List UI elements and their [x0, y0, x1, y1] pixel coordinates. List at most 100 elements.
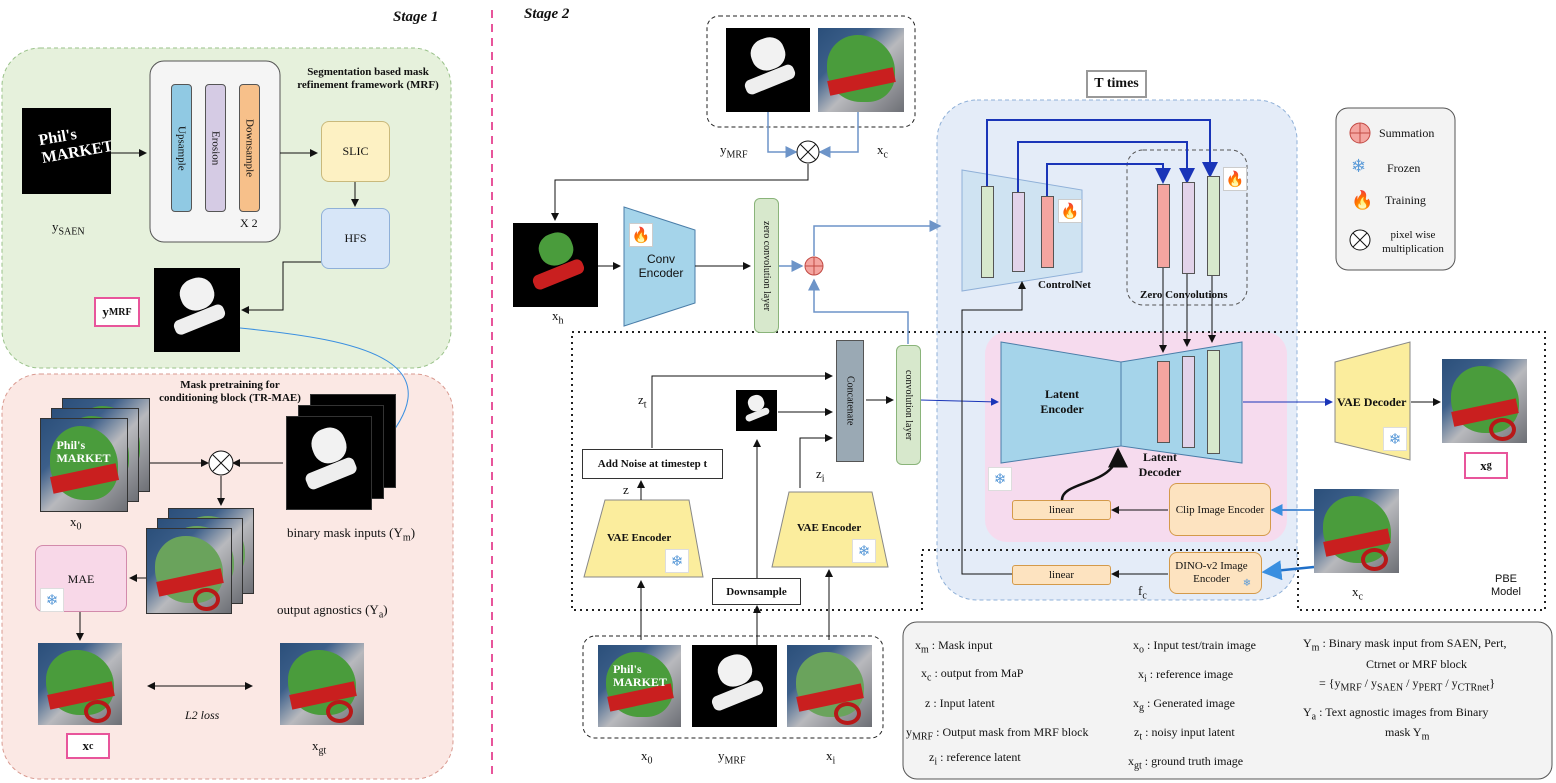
reference-xc-image	[1314, 489, 1399, 573]
snowflake-icon: ❄	[988, 467, 1012, 491]
controlnet-bar-green	[981, 186, 994, 278]
xh-label: xh	[552, 308, 564, 327]
vae-encoder-left-label: VAE Encoder	[607, 532, 672, 544]
zero-convs-label: Zero Convolutions	[1140, 289, 1228, 301]
zero-conv-bar-green	[1207, 176, 1220, 276]
top-mask-image	[726, 28, 810, 112]
legend-training: Training	[1385, 193, 1426, 207]
gloss-z: z : Input latent	[925, 696, 995, 710]
downsampled-mask-image	[736, 390, 777, 431]
latent-encoder-label: Latent Encoder	[1040, 387, 1084, 416]
fire-icon: 🔥	[1223, 167, 1247, 191]
bottom-xi-image	[787, 645, 872, 727]
gloss-ymrf: yMRF : Output mask from MRF block	[906, 725, 1089, 743]
bottom-ymrf-image	[692, 645, 777, 727]
downsample-block-s2: Downsample	[712, 578, 801, 605]
snowflake-icon: ❄	[665, 549, 689, 573]
decoder-bar-red	[1157, 361, 1170, 443]
clip-encoder-block: Clip Image Encoder	[1169, 483, 1271, 536]
binary-mask-image	[286, 416, 372, 510]
fire-icon: 🔥	[1058, 199, 1082, 223]
mrf-title: Segmentation based mask refinement frame…	[297, 66, 439, 91]
summation-icon	[1349, 122, 1371, 144]
hfs-block: HFS	[321, 208, 390, 269]
legend-pixelwise: pixel wise multiplication	[1382, 229, 1444, 255]
xgt-label: xgt	[312, 738, 327, 757]
controlnet-bar-red	[1041, 196, 1054, 268]
snowflake-icon: ❄	[852, 539, 876, 563]
x0-label: x0	[70, 514, 82, 533]
snowflake-icon: ❄	[1351, 156, 1367, 176]
upsample-block: Upsample	[171, 84, 192, 212]
xh-image	[513, 223, 598, 307]
downsample-block: Downsample	[239, 84, 260, 212]
pbe-model-frame	[571, 331, 1546, 611]
controlnet-label: ControlNet	[1038, 279, 1091, 291]
decoder-bar-green	[1207, 350, 1220, 454]
slic-block: SLIC	[321, 121, 390, 182]
mrf-mask-image	[154, 268, 240, 352]
multiply-node-stage1	[208, 450, 234, 476]
zi-label: zi	[816, 466, 825, 485]
legend-box	[1335, 107, 1456, 271]
output-agnostics-label: output agnostics (Ya)	[277, 602, 388, 621]
xg-image	[1442, 359, 1527, 443]
mae-title: Mask pretraining for conditioning block …	[159, 379, 301, 404]
bottom-ymrf-label: yMRF	[718, 748, 746, 767]
gloss-ya-desc2: mask Ym	[1385, 725, 1430, 743]
y-saen-label: ySAEN	[52, 219, 85, 238]
top-ymrf-label: yMRF	[720, 142, 748, 161]
xgt-image	[280, 643, 364, 725]
controlnet-bar-purple	[1012, 192, 1025, 272]
fire-icon: 🔥	[629, 223, 653, 247]
snowflake-icon: ❄	[40, 588, 64, 612]
legend-summation: Summation	[1379, 126, 1435, 140]
multiply-node-stage2	[796, 140, 820, 164]
conv-layer-block: convolution layer	[896, 345, 921, 465]
bottom-xi-label: xi	[826, 748, 836, 767]
dino-encoder-block: DINO-v2 Image Encoder	[1169, 552, 1262, 594]
top-xc-label: xc	[877, 142, 888, 161]
pbe-model-label: PBE Model	[1491, 573, 1521, 598]
gloss-ym-set: = {yMRF / ySAEN / yPERT / yCTRnet}	[1319, 676, 1496, 694]
agnostic-image	[146, 528, 232, 614]
zero-conv-bar-purple	[1182, 182, 1195, 274]
snowflake-icon: ❄	[1383, 427, 1407, 451]
erosion-block: Erosion	[205, 84, 226, 212]
top-inputs-group	[706, 15, 916, 128]
add-noise-block: Add Noise at timestep t	[582, 449, 723, 479]
gloss-xc: xc : output from MaP	[921, 666, 1024, 684]
zero-conv-layer: zero convolution layer	[754, 198, 779, 333]
fc-label: fc	[1138, 583, 1147, 602]
pixelwise-icon	[1349, 229, 1371, 251]
conv-encoder-label: Conv Encoder	[638, 252, 684, 280]
gloss-ya: Ya : Text agnostic images from Binary	[1303, 705, 1489, 723]
t-times-label: T times	[1086, 70, 1147, 98]
gloss-ym: Ym : Binary mask input from SAEN, Pert,	[1303, 636, 1507, 654]
snowflake-icon: ❄	[1242, 577, 1252, 589]
gloss-xo: xo : Input test/train image	[1133, 638, 1256, 656]
xc-stage1-image	[38, 643, 122, 725]
repeat-label: X 2	[240, 216, 258, 230]
l2-loss-label: L2 loss	[185, 708, 220, 722]
gloss-xg: xg : Generated image	[1133, 696, 1235, 714]
z-label: z	[623, 482, 629, 497]
fire-icon: 🔥	[1351, 190, 1374, 210]
legend-frozen: Frozen	[1387, 161, 1421, 175]
decoder-bar-purple	[1182, 356, 1195, 448]
gloss-zi: zi : reference latent	[929, 750, 1021, 768]
gloss-ym-desc2: Ctrnet or MRF block	[1366, 657, 1467, 671]
sum-node-stage2	[804, 256, 824, 276]
glossary-box	[902, 621, 1553, 780]
vae-encoder-right-label: VAE Encoder	[797, 522, 862, 534]
zt-label: zt	[638, 392, 647, 411]
binary-mask-label: binary mask inputs (Ym)	[287, 525, 416, 544]
gloss-xm: xm : Mask input	[915, 638, 993, 656]
zero-conv-bar-red	[1157, 184, 1170, 268]
stage2-label: Stage 2	[524, 6, 570, 22]
